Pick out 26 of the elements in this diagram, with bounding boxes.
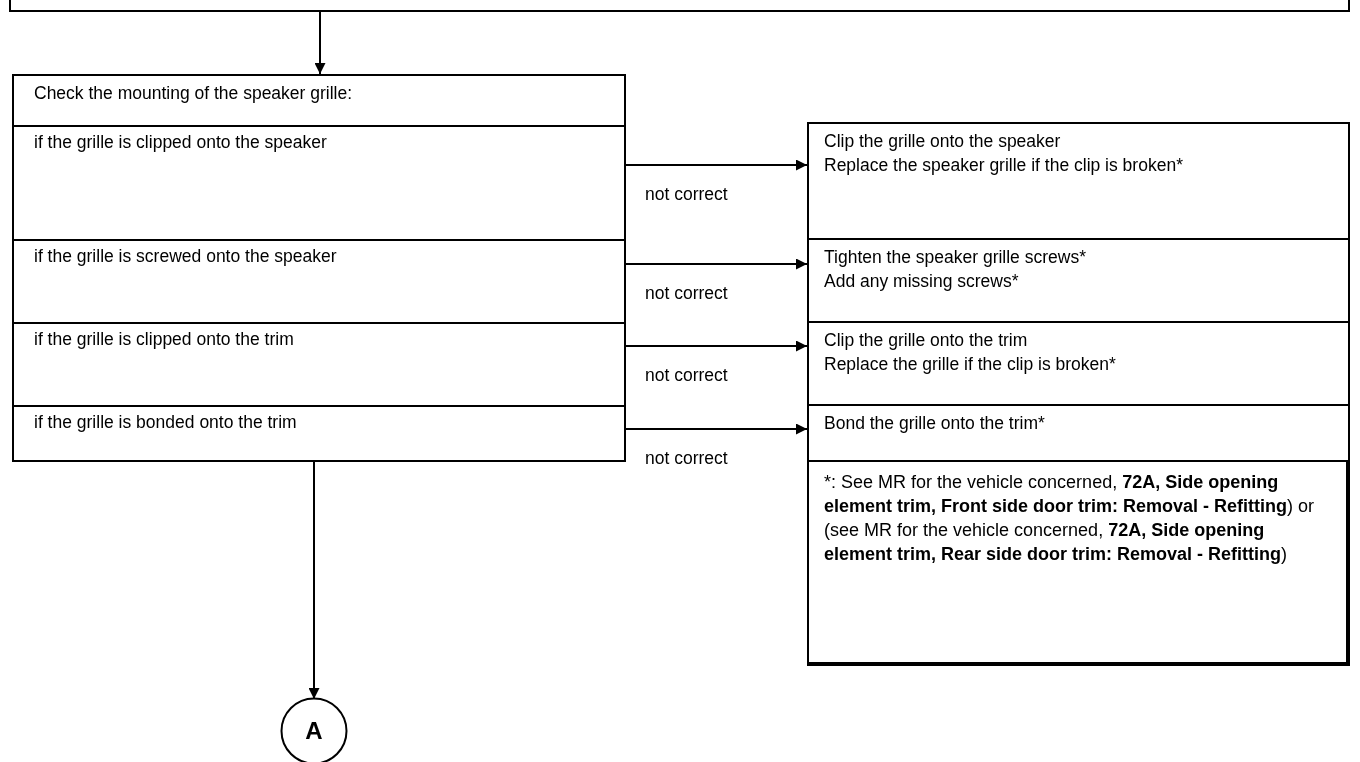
note-box xyxy=(807,460,1350,666)
instruction-text: Bond the grille onto the trim* xyxy=(823,412,1046,435)
check-table xyxy=(12,74,626,462)
action-box xyxy=(807,404,1350,462)
instruction-text: Replace the grille if the clip is broken* xyxy=(823,353,1117,376)
instruction-text: if the grille is bonded onto the trim xyxy=(33,411,298,434)
instruction-text: Clip the grille onto the trim xyxy=(823,329,1029,352)
instruction-text: Add any missing screws* xyxy=(823,270,1020,293)
arrow xyxy=(625,423,808,435)
arrow xyxy=(308,461,320,700)
arrow xyxy=(625,159,808,171)
arrow xyxy=(625,340,808,352)
instruction-text: if the grille is clipped onto the speaker xyxy=(33,131,328,154)
action-box xyxy=(807,321,1350,406)
note-text: *: See MR for the vehicle concerned, 72A, Side opening element trim, Front side door trim: Removal - Refitting) or (see MR for the vehicle concerned, 72A, Side opening element trim, Rear side door trim: Removal - Refitting) xyxy=(824,471,1316,566)
arrow xyxy=(314,11,326,75)
action-box xyxy=(807,238,1350,323)
instruction-text: if the grille is screwed onto the speaker xyxy=(33,245,338,268)
instruction-text: Clip the grille onto the speaker xyxy=(823,130,1062,153)
instruction-text: Tighten the speaker grille screws* xyxy=(823,246,1087,269)
instruction-text: Replace the speaker grille if the clip is broken* xyxy=(823,154,1184,177)
table-heading: Check the mounting of the speaker grille: xyxy=(33,82,354,105)
connector-letter: A xyxy=(305,719,323,743)
instruction-text: if the grille is clipped onto the trim xyxy=(33,328,295,351)
arrow xyxy=(625,258,808,270)
action-box xyxy=(807,122,1350,240)
